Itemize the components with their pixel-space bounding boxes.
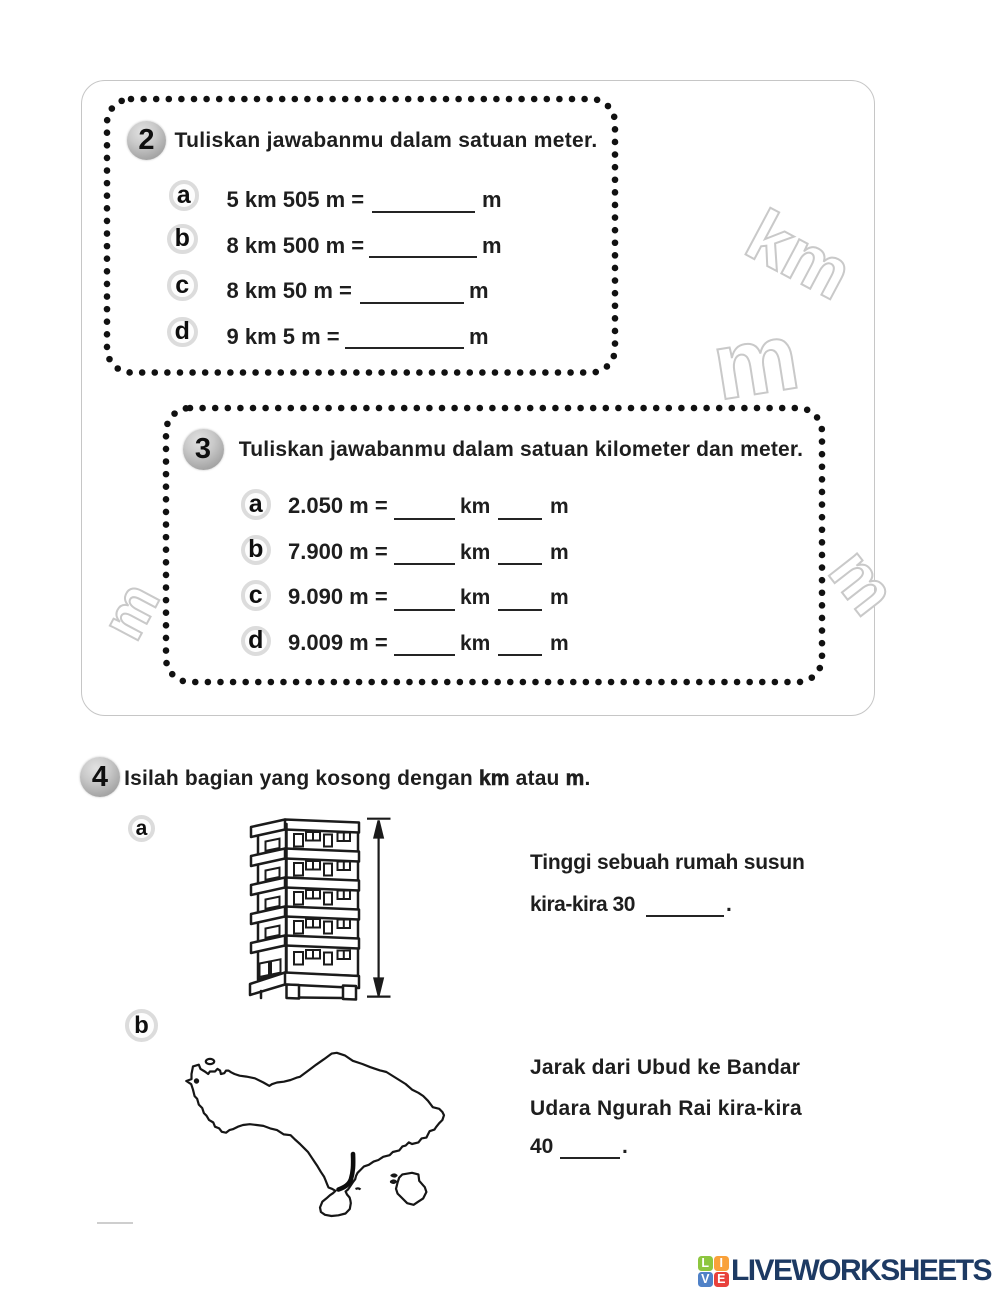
svg-text:m: m	[88, 572, 172, 651]
svg-text:m: m	[706, 303, 806, 421]
svg-text:m: m	[814, 534, 911, 628]
svg-text:km: km	[733, 195, 864, 316]
